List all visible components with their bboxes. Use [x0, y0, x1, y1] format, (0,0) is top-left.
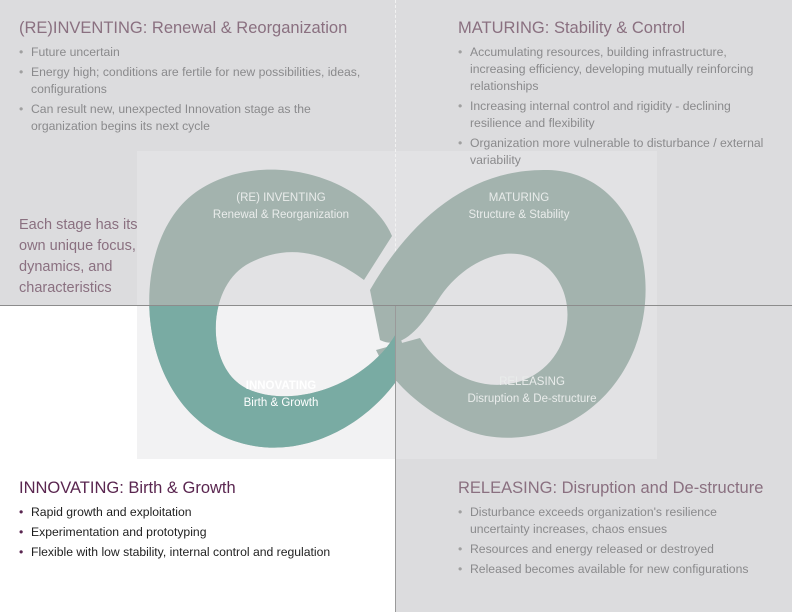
loop-label-subtitle: Structure & Stability	[468, 209, 570, 221]
loop-label-innovating: INNOVATING Birth & Growth	[196, 378, 366, 412]
list-item: Resources and energy released or destroy…	[458, 541, 773, 558]
loop-label-title: RELEASING	[499, 376, 565, 388]
list-item: Future uncertain	[19, 44, 364, 61]
bullet-list: Rapid growth and exploitation Experiment…	[19, 504, 379, 561]
loop-innovating-segment	[149, 306, 396, 448]
section-title: (RE)INVENTING: Renewal & Reorganization	[19, 19, 348, 37]
section-title: RELEASING: Disruption and De-structure	[458, 479, 764, 497]
section-releasing: RELEASING: Disruption and De-structure D…	[458, 479, 773, 581]
loop-label-releasing: RELEASING Disruption & De-structure	[446, 374, 618, 408]
stage-note: Each stage has its own unique focus, dyn…	[19, 217, 138, 296]
list-item: Can result new, unexpected Innovation st…	[19, 101, 364, 135]
list-item: Experimentation and prototyping	[19, 524, 379, 541]
bullet-list: Disturbance exceeds organization's resil…	[458, 504, 773, 578]
loop-label-title: (RE) INVENTING	[236, 192, 326, 204]
section-innovating: INNOVATING: Birth & Growth Rapid growth …	[19, 479, 379, 564]
section-title: INNOVATING: Birth & Growth	[19, 479, 236, 497]
section-title: MATURING: Stability & Control	[458, 19, 686, 37]
bullet-list: Accumulating resources, building infrast…	[458, 44, 768, 169]
loop-label-subtitle: Birth & Growth	[243, 397, 319, 409]
section-reinventing: (RE)INVENTING: Renewal & Reorganization …	[19, 19, 364, 138]
loop-label-subtitle: Renewal & Reorganization	[212, 209, 350, 221]
loop-label-title: MATURING	[488, 192, 550, 204]
loop-label-title: INNOVATING	[245, 380, 317, 392]
list-item: Accumulating resources, building infrast…	[458, 44, 768, 95]
list-item: Energy high; conditions are fertile for …	[19, 64, 364, 98]
list-item: Organization more vulnerable to disturba…	[458, 135, 768, 169]
top-divider	[395, 0, 396, 306]
list-item: Released becomes available for new confi…	[458, 561, 773, 578]
list-item: Disturbance exceeds organization's resil…	[458, 504, 773, 538]
loop-label-maturing: MATURING Structure & Stability	[434, 190, 604, 224]
center-divider-horizontal	[0, 305, 792, 306]
section-maturing: MATURING: Stability & Control Accumulati…	[458, 19, 768, 172]
list-item: Increasing internal control and rigidity…	[458, 98, 768, 132]
loop-label-reinventing: (RE) INVENTING Renewal & Reorganization	[196, 190, 366, 224]
list-item: Rapid growth and exploitation	[19, 504, 379, 521]
list-item: Flexible with low stability, internal co…	[19, 544, 379, 561]
bullet-list: Future uncertain Energy high; conditions…	[19, 44, 364, 135]
loop-label-subtitle: Disruption & De-structure	[467, 393, 597, 405]
bottom-divider	[395, 306, 396, 612]
